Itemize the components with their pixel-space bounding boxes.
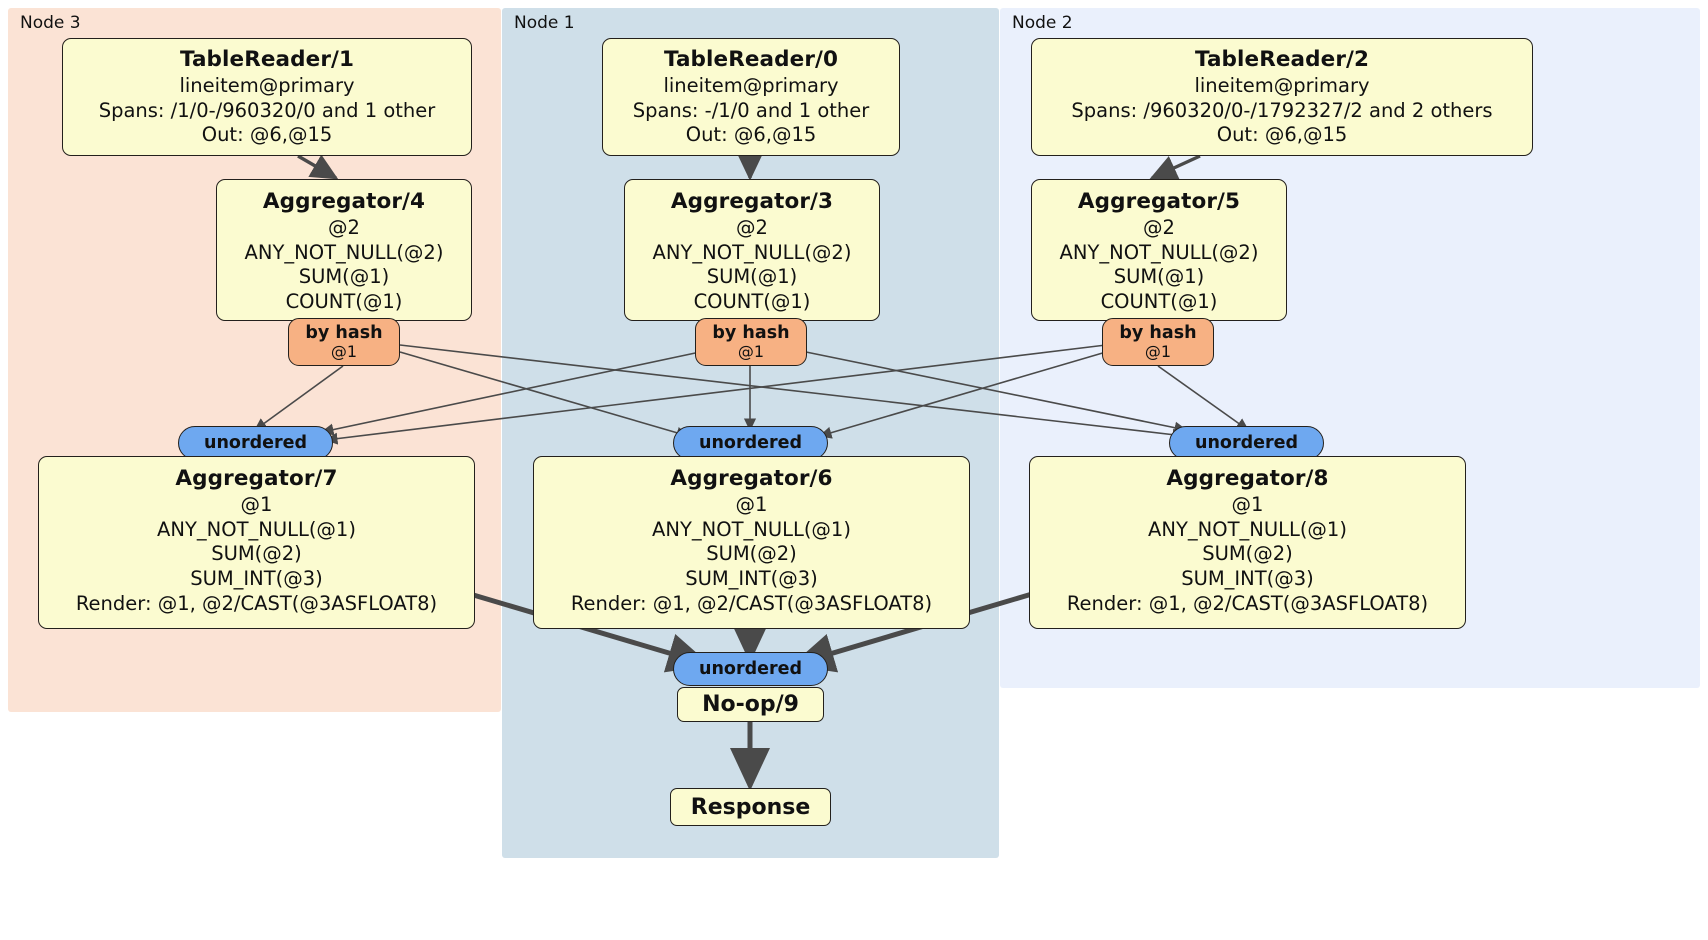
synchronizer-kind: unordered [699,658,802,679]
processor-title: Aggregator/3 [670,189,834,214]
processor-title: Aggregator/5 [1077,189,1241,214]
node-panel-label-node1: Node 1 [514,13,575,33]
processor-line: lineitem@primary [179,73,355,97]
processor-line: Render: @1, @2/CAST(@3ASFLOAT8) [570,591,933,615]
node-panel-label-node3: Node 3 [20,13,81,33]
processor-line: Spans: /960320/0-/1792327/2 and 2 others [1071,98,1493,122]
processor-line: COUNT(@1) [1100,289,1218,313]
processor-aggregator-8[interactable]: Aggregator/8 @1 ANY_NOT_NULL(@1) SUM(@2)… [1029,456,1466,629]
processor-aggregator-3[interactable]: Aggregator/3 @2 ANY_NOT_NULL(@2) SUM(@1)… [624,179,880,321]
processor-title: Aggregator/4 [262,189,426,214]
processor-line: Out: @6,@15 [685,123,817,147]
processor-line: SUM_INT(@3) [685,566,818,590]
processor-title: TableReader/2 [1194,47,1370,72]
processor-line: COUNT(@1) [285,289,403,313]
processor-line: ANY_NOT_NULL(@1) [1148,517,1347,541]
processor-line: @2 [736,215,768,239]
router-column: @1 [737,341,765,361]
processor-table-reader-2[interactable]: TableReader/2 lineitem@primary Spans: /9… [1031,38,1533,156]
router-by-hash-right[interactable]: by hash @1 [1102,318,1214,366]
processor-line: SUM(@1) [1113,265,1205,289]
processor-line: SUM_INT(@3) [190,566,323,590]
processor-title: Aggregator/7 [175,466,338,491]
processor-title: TableReader/0 [663,47,839,72]
processor-line: lineitem@primary [1194,73,1370,97]
processor-aggregator-5[interactable]: Aggregator/5 @2 ANY_NOT_NULL(@2) SUM(@1)… [1031,179,1287,321]
processor-line: SUM_INT(@3) [1181,566,1314,590]
processor-line: COUNT(@1) [693,289,811,313]
processor-aggregator-7[interactable]: Aggregator/7 @1 ANY_NOT_NULL(@1) SUM(@2)… [38,456,475,629]
processor-line: Out: @6,@15 [1216,123,1348,147]
router-kind: by hash [712,322,790,343]
processor-line: Render: @1, @2/CAST(@3ASFLOAT8) [75,591,438,615]
synchronizer-unordered-final[interactable]: unordered [673,652,828,686]
processor-line: ANY_NOT_NULL(@1) [652,517,851,541]
processor-table-reader-1[interactable]: TableReader/1 lineitem@primary Spans: /1… [62,38,472,156]
processor-line: Render: @1, @2/CAST(@3ASFLOAT8) [1066,591,1429,615]
processor-line: @1 [240,492,273,516]
router-by-hash-mid[interactable]: by hash @1 [695,318,807,366]
processor-table-reader-0[interactable]: TableReader/0 lineitem@primary Spans: -/… [602,38,900,156]
processor-line: SUM(@1) [298,265,390,289]
processor-line: Spans: /1/0-/960320/0 and 1 other [98,98,436,122]
synchronizer-kind: unordered [204,432,307,453]
processor-line: @2 [1143,215,1175,239]
router-column: @1 [1144,341,1172,361]
synchronizer-unordered-right[interactable]: unordered [1169,426,1324,460]
synchronizer-kind: unordered [699,432,802,453]
processor-line: @1 [735,492,768,516]
processor-line: Spans: -/1/0 and 1 other [632,98,870,122]
processor-title: No-op/9 [702,692,799,717]
processor-line: SUM(@2) [706,542,797,566]
processor-line: lineitem@primary [663,73,839,97]
processor-line: @1 [1231,492,1264,516]
processor-response[interactable]: Response [670,788,831,826]
processor-aggregator-4[interactable]: Aggregator/4 @2 ANY_NOT_NULL(@2) SUM(@1)… [216,179,472,321]
processor-title: Response [690,794,811,820]
processor-line: @2 [328,215,360,239]
router-kind: by hash [1119,322,1197,343]
processor-line: Out: @6,@15 [201,123,333,147]
processor-title: Aggregator/6 [670,466,833,491]
processor-no-op-9[interactable]: No-op/9 [677,687,824,722]
router-column: @1 [330,341,358,361]
processor-title: Aggregator/8 [1166,466,1329,491]
synchronizer-kind: unordered [1195,432,1298,453]
processor-line: ANY_NOT_NULL(@1) [157,517,356,541]
processor-line: SUM(@2) [1202,542,1293,566]
processor-title: TableReader/1 [179,47,355,72]
processor-aggregator-6[interactable]: Aggregator/6 @1 ANY_NOT_NULL(@1) SUM(@2)… [533,456,970,629]
node-panel-label-node2: Node 2 [1012,13,1073,33]
processor-line: ANY_NOT_NULL(@2) [1059,240,1259,264]
synchronizer-unordered-mid[interactable]: unordered [673,426,828,460]
synchronizer-unordered-left[interactable]: unordered [178,426,333,460]
processor-line: ANY_NOT_NULL(@2) [652,240,852,264]
processor-line: SUM(@1) [706,265,798,289]
router-kind: by hash [305,322,383,343]
processor-line: SUM(@2) [211,542,302,566]
processor-line: ANY_NOT_NULL(@2) [244,240,444,264]
router-by-hash-left[interactable]: by hash @1 [288,318,400,366]
